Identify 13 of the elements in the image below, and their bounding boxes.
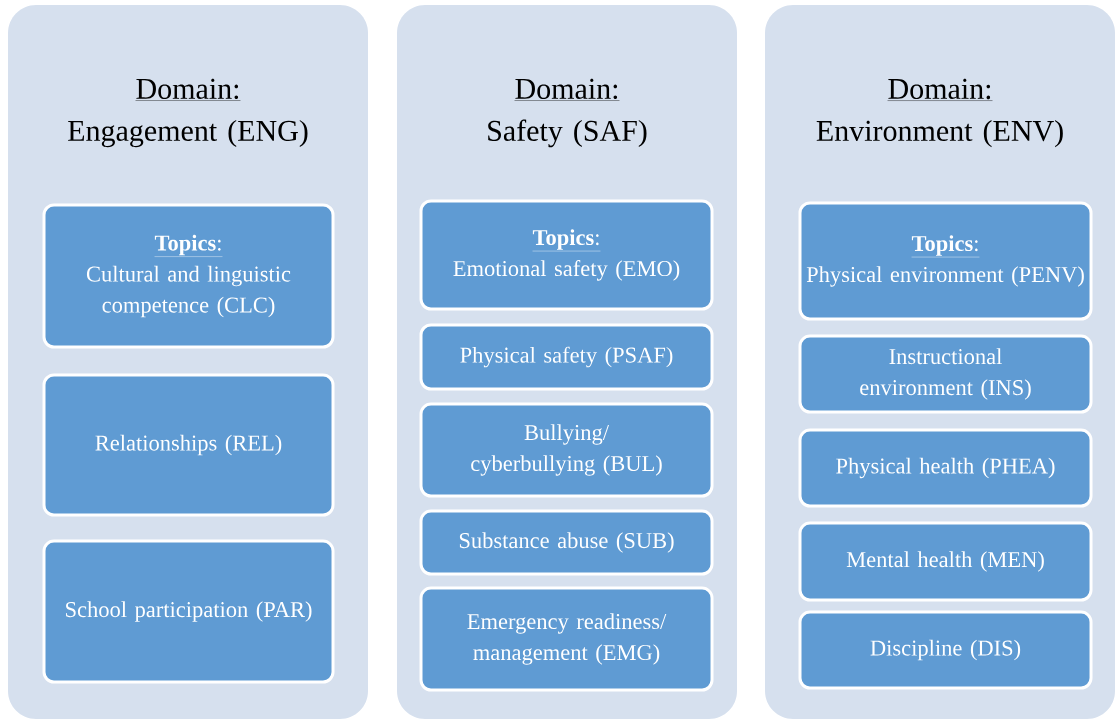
topic-box: Mental health (MEN) — [798, 521, 1093, 602]
topic-box: Topics: Emotional safety (EMO) — [419, 199, 714, 311]
topic-box: Substance abuse (SUB) — [419, 509, 714, 576]
topic-box: Emergency readiness/ management (EMG) — [419, 586, 714, 692]
topic-box: Instructional environment (INS) — [798, 334, 1093, 414]
topic-box: Topics: Physical environment (PENV) — [798, 201, 1093, 321]
topic-box: Physical safety (PSAF) — [419, 323, 714, 391]
topic-box: Relationships (REL) — [42, 373, 335, 517]
topic-box: Physical health (PHEA) — [798, 428, 1093, 508]
topic-box: School participation (PAR) — [42, 539, 335, 684]
topic-box: Bullying/ cyberbullying (BUL) — [419, 402, 714, 498]
topic-box: Discipline (DIS) — [798, 610, 1093, 690]
topic-box: Topics: Cultural and linguistic competence (CLC) — [42, 203, 335, 349]
